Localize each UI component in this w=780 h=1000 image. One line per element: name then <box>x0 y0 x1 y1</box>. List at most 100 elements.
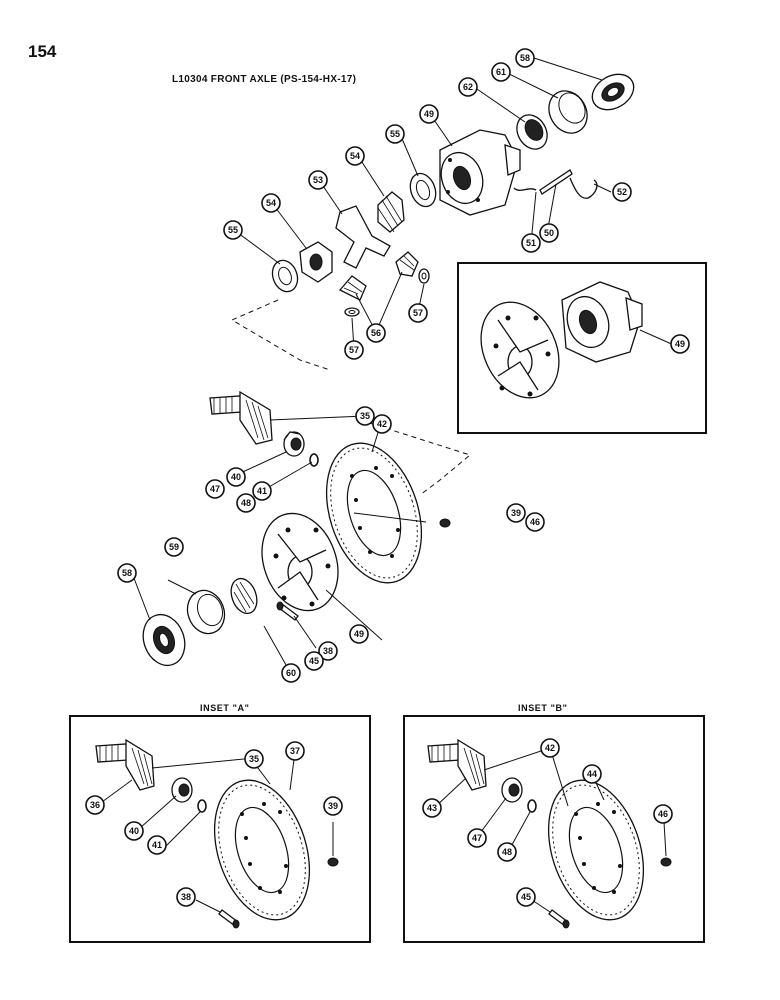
svg-text:39: 39 <box>511 508 521 518</box>
pinion-gear-56-left <box>338 275 367 301</box>
inset-a-callout-37: 37 <box>285 741 305 761</box>
callout-39: 39 <box>506 503 526 523</box>
svg-text:54: 54 <box>266 198 276 208</box>
svg-text:50: 50 <box>544 228 554 238</box>
callout-52: 52 <box>612 182 632 202</box>
callout-58: 58 <box>117 563 137 583</box>
callout-59: 59 <box>164 537 184 557</box>
inset-a-callout-36: 36 <box>85 795 105 815</box>
inset-b-callout-45: 45 <box>516 887 536 907</box>
inset-a-callout-35: 35 <box>244 749 264 769</box>
cross-shaft-53 <box>335 205 391 269</box>
callout-55: 55 <box>385 124 405 144</box>
callout-49: 49 <box>349 624 369 644</box>
inset-b-frame <box>403 715 705 943</box>
inset-b-nut <box>660 857 672 867</box>
inset-a-frame <box>69 715 371 943</box>
inset-b-snap-ring <box>527 799 537 813</box>
snap-ring-41 <box>309 453 319 467</box>
inset-b-callout-43: 43 <box>422 798 442 818</box>
svg-text:60: 60 <box>286 668 296 678</box>
inset-a-title: INSET "A" <box>200 703 250 713</box>
callout-58: 58 <box>515 48 535 68</box>
inset-b-bearing <box>501 777 523 803</box>
inset-b-callout-42: 42 <box>540 738 560 758</box>
inset-a-callout-40: 40 <box>124 821 144 841</box>
thrust-washer-55-bottom <box>271 259 299 293</box>
svg-text:55: 55 <box>228 225 238 235</box>
inset-b-pinion <box>427 738 487 791</box>
page-number: 154 <box>28 42 57 61</box>
inset-case-frame <box>457 262 707 434</box>
callout-49: 49 <box>419 104 439 124</box>
inset-b-callout-46: 46 <box>653 804 673 824</box>
svg-text:57: 57 <box>413 308 423 318</box>
callout-40: 40 <box>226 467 246 487</box>
svg-text:45: 45 <box>521 892 531 902</box>
callout-35: 35 <box>355 406 375 426</box>
dashed-guide-upper <box>230 299 331 371</box>
svg-text:52: 52 <box>617 187 627 197</box>
case-half-body-49 <box>561 281 643 363</box>
svg-text:42: 42 <box>377 419 387 429</box>
svg-text:49: 49 <box>675 339 685 349</box>
bearing-cup-59 <box>186 589 226 635</box>
bolt-50-51 <box>513 169 573 195</box>
svg-text:43: 43 <box>427 803 437 813</box>
inset-b-ring-gear <box>547 779 645 921</box>
dashed-guide-lower <box>359 419 472 496</box>
svg-text:39: 39 <box>328 801 338 811</box>
callout-49: 49 <box>670 334 690 354</box>
side-gear-54-bottom <box>299 241 333 283</box>
svg-text:51: 51 <box>526 238 536 248</box>
washer-57-upper <box>418 268 430 284</box>
washer-57-lower <box>344 307 360 317</box>
svg-text:40: 40 <box>129 826 139 836</box>
svg-text:46: 46 <box>530 517 540 527</box>
svg-text:58: 58 <box>520 53 530 63</box>
inset-a-pinion <box>95 738 155 791</box>
callout-57: 57 <box>408 303 428 323</box>
inset-a-ring-gear <box>213 779 311 921</box>
case-half-flange-49 <box>480 301 560 399</box>
svg-text:38: 38 <box>181 892 191 902</box>
svg-text:41: 41 <box>257 486 267 496</box>
callout-60: 60 <box>281 663 301 683</box>
svg-text:36: 36 <box>90 800 100 810</box>
svg-text:62: 62 <box>463 82 473 92</box>
callout-38: 38 <box>318 641 338 661</box>
nut-39 <box>439 518 451 528</box>
thrust-washer-55-top <box>409 172 437 208</box>
inset-a-callout-41: 41 <box>147 835 167 855</box>
callout-51: 51 <box>521 233 541 253</box>
callout-42: 42 <box>372 414 392 434</box>
callout-54: 54 <box>261 193 281 213</box>
callout-41: 41 <box>252 481 272 501</box>
svg-text:45: 45 <box>309 656 319 666</box>
side-gear-54-top <box>377 191 405 233</box>
bolt-38-45 <box>276 601 299 621</box>
svg-text:54: 54 <box>350 151 360 161</box>
svg-text:40: 40 <box>231 472 241 482</box>
bearing-62 <box>516 114 548 150</box>
svg-text:48: 48 <box>241 498 251 508</box>
inset-a-nut <box>327 857 339 867</box>
svg-text:56: 56 <box>371 328 381 338</box>
inset-a-bolt <box>218 909 240 929</box>
svg-text:41: 41 <box>152 840 162 850</box>
svg-text:61: 61 <box>496 67 506 77</box>
svg-text:55: 55 <box>390 129 400 139</box>
svg-text:35: 35 <box>249 754 259 764</box>
callout-45: 45 <box>304 651 324 671</box>
callout-48: 48 <box>236 493 256 513</box>
ring-gear-42 <box>325 442 423 584</box>
svg-text:44: 44 <box>587 769 597 779</box>
svg-text:47: 47 <box>210 484 220 494</box>
svg-text:49: 49 <box>424 109 434 119</box>
inset-a-callout-39: 39 <box>323 796 343 816</box>
callout-47: 47 <box>205 479 225 499</box>
svg-text:42: 42 <box>545 743 555 753</box>
inset-b-callout-44: 44 <box>582 764 602 784</box>
callout-55: 55 <box>223 220 243 240</box>
svg-text:58: 58 <box>122 568 132 578</box>
